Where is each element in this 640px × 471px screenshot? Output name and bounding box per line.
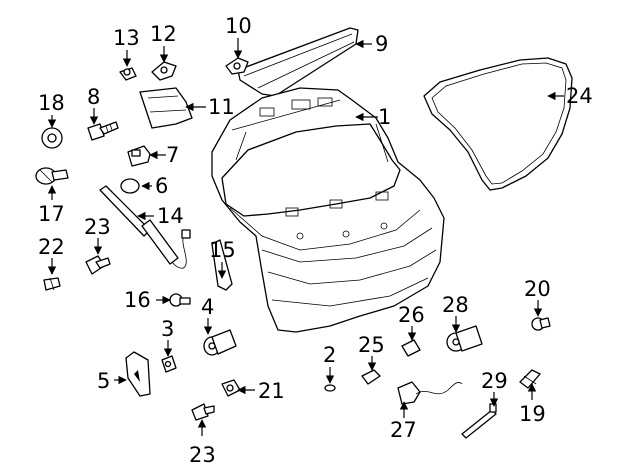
callout-26: 26 — [398, 303, 425, 327]
part-11-bracket — [139, 87, 193, 129]
callout-6: 6 — [155, 174, 168, 198]
callout-29: 29 — [481, 369, 508, 393]
callout-20: 20 — [524, 277, 551, 301]
callout-21: 21 — [258, 379, 285, 403]
part-24-weatherstrip — [423, 57, 573, 191]
callout-22: 22 — [38, 235, 65, 259]
callout-28: 28 — [442, 293, 469, 317]
part-12-clip — [151, 61, 177, 81]
callout-4: 4 — [201, 295, 214, 319]
callout-labels: 1 2 3 4 5 6 7 8 9 10 11 12 13 14 15 16 1… — [38, 14, 593, 467]
part-4-bumper — [203, 329, 237, 356]
part-1-liftgate-panel — [211, 87, 445, 333]
part-14-lift-support — [99, 185, 191, 269]
part-21-clip — [221, 379, 241, 397]
part-26-connector — [401, 339, 421, 357]
callout-1: 1 — [378, 105, 391, 129]
part-3-striker — [161, 355, 177, 373]
part-9-spoiler-trim — [237, 27, 359, 97]
part-17-ball-stud — [35, 167, 69, 185]
callout-23-lower: 23 — [189, 443, 216, 467]
part-23-bolt-lower — [191, 403, 215, 421]
part-10-clip — [225, 57, 249, 75]
callout-9: 9 — [375, 32, 388, 56]
callout-2: 2 — [323, 343, 336, 367]
part-20-plug — [531, 317, 551, 331]
callout-11: 11 — [208, 95, 235, 119]
part-19-clip — [519, 369, 541, 389]
part-13-clip — [119, 67, 137, 81]
part-22-bolt — [43, 277, 61, 291]
callout-14: 14 — [157, 204, 184, 228]
callout-13: 13 — [113, 26, 140, 50]
callout-leaders — [47, 38, 564, 436]
callout-27: 27 — [390, 418, 417, 442]
part-28-bumper — [446, 325, 483, 352]
part-23-bolt-upper — [85, 255, 111, 275]
callout-23-upper: 23 — [84, 215, 111, 239]
callout-12: 12 — [150, 22, 177, 46]
callout-15: 15 — [209, 238, 236, 262]
part-18-grommet — [41, 127, 63, 149]
callout-3: 3 — [161, 317, 174, 341]
part-16-bolt — [169, 293, 191, 307]
part-5-trim-panel — [125, 351, 151, 397]
callout-5: 5 — [97, 369, 110, 393]
part-27-latch — [397, 381, 463, 405]
callout-8: 8 — [87, 85, 100, 109]
part-6-plug — [120, 178, 140, 194]
part-29-rod — [461, 403, 497, 439]
callout-24: 24 — [566, 84, 593, 108]
part-2-washer — [324, 384, 336, 392]
part-7-bracket — [127, 145, 151, 167]
part-8-bolt — [87, 121, 119, 141]
callout-17: 17 — [38, 202, 65, 226]
callout-10: 10 — [225, 14, 252, 38]
callout-25: 25 — [358, 333, 385, 357]
part-25-fastener — [361, 369, 381, 385]
callout-7: 7 — [166, 143, 179, 167]
callout-18: 18 — [38, 91, 65, 115]
callout-16: 16 — [124, 288, 151, 312]
callout-19: 19 — [519, 402, 546, 426]
